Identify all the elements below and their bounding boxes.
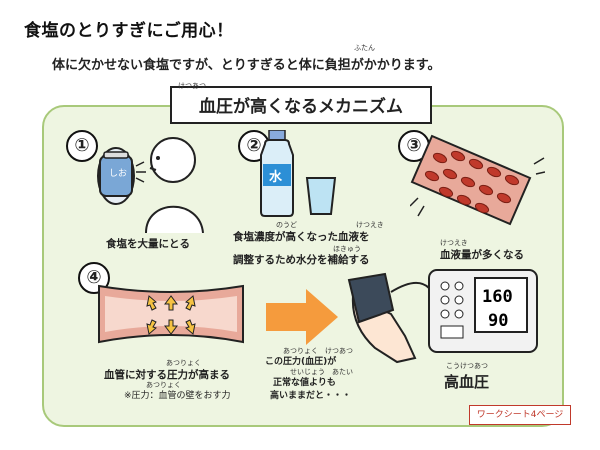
arrow-text-2: 正常な値よりも — [273, 378, 336, 388]
shaker-text: しお — [109, 168, 127, 179]
step-1-caption: 食塩を大量にとる — [106, 238, 190, 250]
blood-cells-icon — [410, 134, 532, 226]
step-4-note: ※圧力：血管の壁をおす力 — [124, 391, 231, 401]
monitor-bottom-value: 90 — [488, 311, 508, 331]
page-subtitle: 体に欠かせない食塩ですが、とりすぎると体に負担がかかります。 — [52, 58, 441, 73]
salt-shaker-icon — [97, 147, 135, 205]
mechanism-heading: 血圧が高くなるメカニズム — [199, 97, 403, 117]
page-title: 食塩のとりすぎにご用心！ — [24, 21, 234, 41]
step-3-caption: 血液量が多くなる — [440, 249, 524, 261]
vessel-pressure-illustration — [98, 284, 244, 344]
ruby-ketsueki: けつえき — [356, 221, 384, 229]
step-2-caption-line2: 調整するため水分を補給する — [233, 254, 370, 266]
person-icon — [145, 137, 204, 233]
bottle-text: 水 — [269, 169, 283, 185]
heading-box — [170, 86, 432, 124]
step-1-number: ① — [66, 130, 98, 162]
blood-vessel-cells-illustration — [410, 134, 545, 226]
pressure-arrows-icon — [146, 295, 196, 335]
bp-monitor-illustration: 160 90 — [347, 269, 538, 364]
result-label: 高血圧 — [444, 373, 490, 391]
blood-vessel-icon — [98, 284, 244, 344]
arrow-ruby-2: せいじょう あたい — [290, 368, 353, 376]
arrow-ruby-1: あつりょく けつあつ — [283, 347, 353, 355]
result-ruby: こうけつあつ — [446, 362, 488, 370]
water-bottle-illustration: 水 — [260, 130, 337, 217]
arrow-text-3: 高いままだと・・・ — [270, 391, 352, 401]
monitor-top-value: 160 — [482, 287, 513, 307]
ruby-noudo: のうど — [276, 221, 297, 229]
step-2-caption-line1: 食塩濃度が高くなった血液を — [233, 231, 370, 243]
worksheet-reference: ワークシート4ページ — [469, 405, 571, 425]
ruby-step3: けつえき — [440, 239, 468, 247]
ruby-step4: あつりょく — [166, 359, 201, 367]
ruby-note: あつりょく — [146, 381, 181, 389]
step-4-number: ④ — [78, 262, 110, 294]
glass-icon — [305, 177, 337, 215]
step-4-caption: 血管に対する圧力が高まる — [104, 369, 230, 381]
arrow-text-1: この圧力(血圧)が — [265, 357, 337, 367]
water-bottle-icon — [260, 130, 294, 217]
ruby-hokyuu: ほきゅう — [333, 245, 361, 253]
bp-monitor-icon — [428, 269, 538, 353]
arm-cuff-icon — [347, 272, 430, 364]
salt-person-illustration: しお — [97, 137, 204, 233]
big-arrow-icon — [266, 289, 338, 345]
ruby-futan: ふたん — [354, 44, 375, 52]
heading-ruby: けつあつ — [178, 82, 206, 90]
